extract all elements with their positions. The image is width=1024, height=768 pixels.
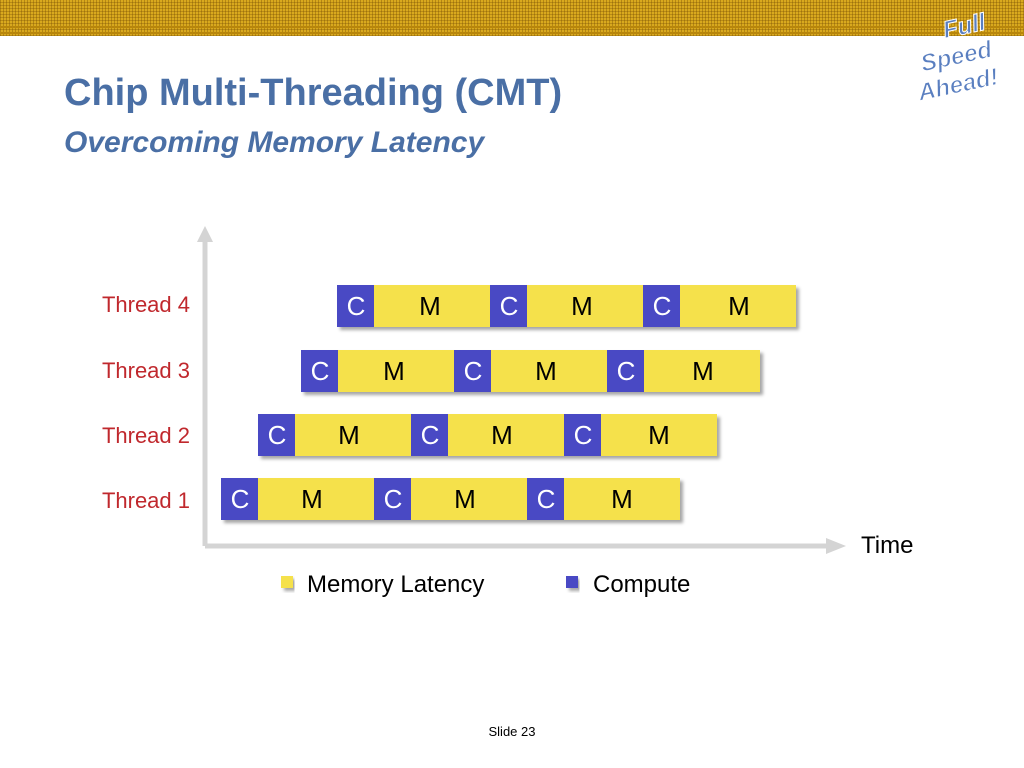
thread-3-seg-3: C [464,356,483,386]
thread-1-bar [221,478,680,520]
thread-2-seg-2: M [338,420,360,450]
thread-3-seg-1: C [311,356,330,386]
thread-1-seg-3: C [384,484,403,514]
legend: Memory Latency Compute [281,571,690,598]
x-axis-arrowhead [826,538,846,554]
legend-label-memory: Memory Latency [307,571,484,598]
thread-4-seg-3: C [500,291,519,321]
thread-4-seg-2: M [419,291,441,321]
slide-number: Slide 23 [488,724,536,739]
top-decorative-band [0,0,1024,36]
thread-4-seg-4: M [571,291,593,321]
memory-segment [338,350,760,392]
thread-1-seg-6: M [611,484,633,514]
thread-2-seg-5: C [574,420,593,450]
thread-3-seg-5: C [617,356,636,386]
full-speed-ahead-logo: Full Speed Ahead! [914,8,1001,107]
thread-1-label: Thread 1 [102,488,190,513]
thread-4-seg-5: C [653,291,672,321]
compute-segment [607,350,644,392]
memory-segment [374,285,796,327]
compute-segment [221,478,258,520]
thread-1-seg-2: M [301,484,323,514]
thread-3-seg-2: M [383,356,405,386]
compute-segment [258,414,295,456]
memory-segment [295,414,717,456]
compute-segment [301,350,338,392]
thread-3-label: Thread 3 [102,358,190,383]
compute-segment [490,285,527,327]
compute-segment [374,478,411,520]
legend-label-compute: Compute [593,571,690,598]
thread-2-bar [258,414,717,456]
band-stripe [0,26,1024,28]
thread-2-seg-4: M [491,420,513,450]
compute-segment [564,414,601,456]
thread-4-bar [337,285,796,327]
thread-1-seg-5: C [537,484,556,514]
compute-segment [454,350,491,392]
memory-segment [258,478,680,520]
thread-3-seg-4: M [535,356,557,386]
compute-segment [527,478,564,520]
thread-4-seg-6: M [728,291,750,321]
thread-1-seg-4: M [454,484,476,514]
thread-2-seg-1: C [268,420,287,450]
thread-3-bar [301,350,760,392]
thread-2-label: Thread 2 [102,423,190,448]
thread-1-seg-1: C [231,484,250,514]
band-stripe [0,32,1024,34]
slide-title: Chip Multi-Threading (CMT) [64,72,563,114]
legend-swatch-memory [281,576,293,588]
compute-segment [643,285,680,327]
slide-subtitle: Overcoming Memory Latency [64,126,485,159]
compute-segment [337,285,374,327]
thread-4-seg-1: C [347,291,366,321]
thread-2-seg-3: C [421,420,440,450]
thread-2-seg-6: M [648,420,670,450]
x-axis-label: Time [861,532,913,559]
compute-segment [411,414,448,456]
thread-3-seg-6: M [692,356,714,386]
legend-swatch-compute [566,576,578,588]
y-axis-arrowhead [197,226,213,242]
thread-4-label: Thread 4 [102,292,190,317]
